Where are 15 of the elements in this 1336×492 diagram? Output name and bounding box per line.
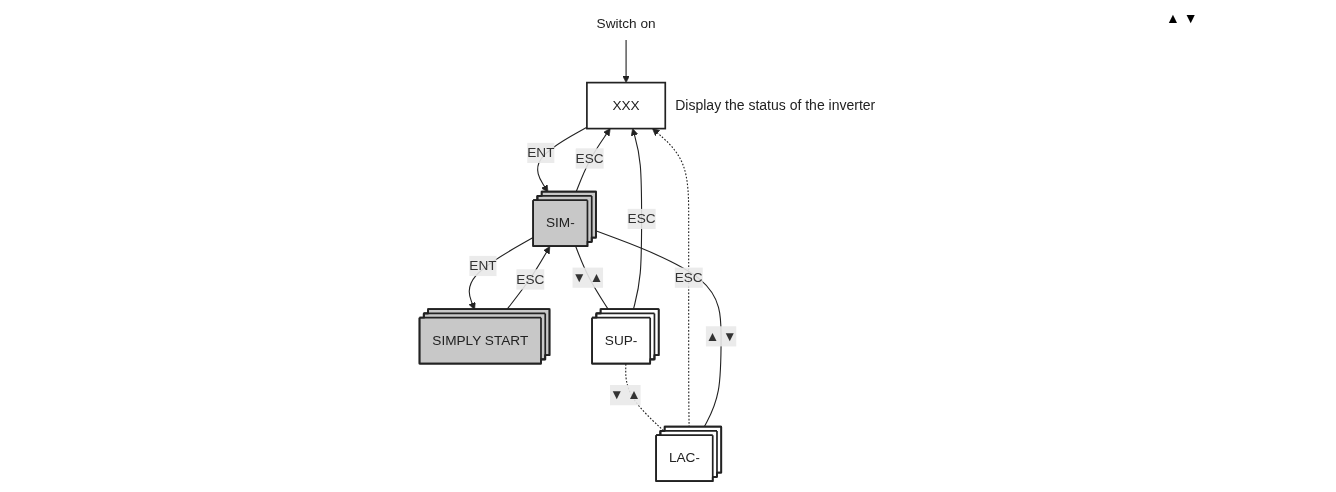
node-box: XXX (586, 81, 667, 130)
edge-label: ENT (527, 145, 555, 160)
edge-label: ESC (516, 271, 545, 287)
edge-label: ESC (627, 211, 656, 226)
arrow (468, 236, 535, 310)
edge-label: ENT (469, 258, 497, 273)
edge-label: ▲ ▼ (705, 328, 737, 344)
arrow (622, 39, 630, 83)
node-text: Switch on (596, 15, 656, 31)
edge-label: ▼ ▲ (610, 387, 641, 402)
button-label: ▲ ▼ (1166, 10, 1199, 26)
edge-label: ESC (674, 269, 703, 285)
edge-label: ESC (575, 150, 604, 166)
status-note: Display the status of the inverter (675, 96, 876, 113)
edge-label: ▼ ▲ (572, 269, 604, 285)
